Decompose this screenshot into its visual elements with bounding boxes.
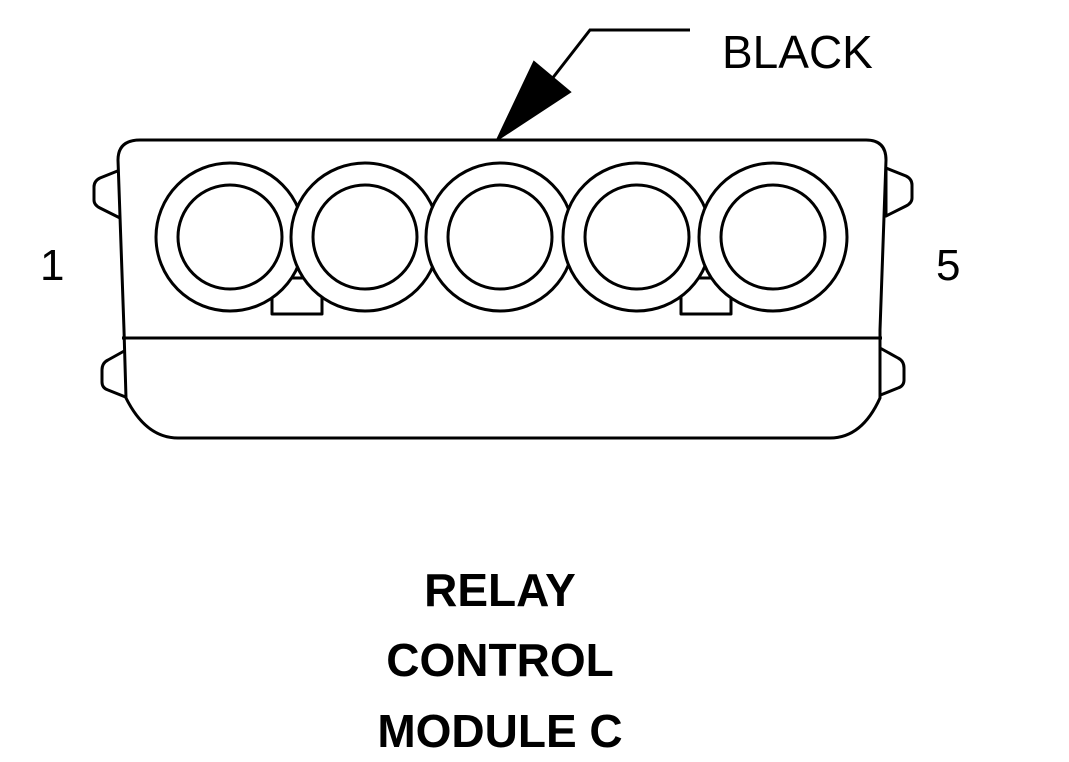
- cavity-4-hole: [583, 183, 691, 291]
- cavity-5-hole: [719, 183, 827, 291]
- right-upper-latch: [884, 166, 914, 218]
- cavity-1-hole: [176, 183, 284, 291]
- pin-1-label: 1: [40, 241, 64, 290]
- title-line-2: CONTROL: [386, 634, 613, 686]
- callout-leader: [494, 28, 690, 143]
- callout-arrowhead: [494, 60, 572, 143]
- cavity-2-hole: [311, 183, 419, 291]
- right-lower-latch: [876, 346, 906, 398]
- color-callout-label: BLACK: [722, 26, 873, 78]
- title-line-3: MODULE C: [377, 705, 622, 757]
- pin-5-label: 5: [936, 241, 960, 290]
- left-upper-latch: [92, 168, 122, 220]
- title-line-1: RELAY: [424, 564, 576, 616]
- left-lower-latch: [100, 348, 130, 400]
- cavity-3-hole: [446, 183, 554, 291]
- cavity-holes: [176, 183, 827, 291]
